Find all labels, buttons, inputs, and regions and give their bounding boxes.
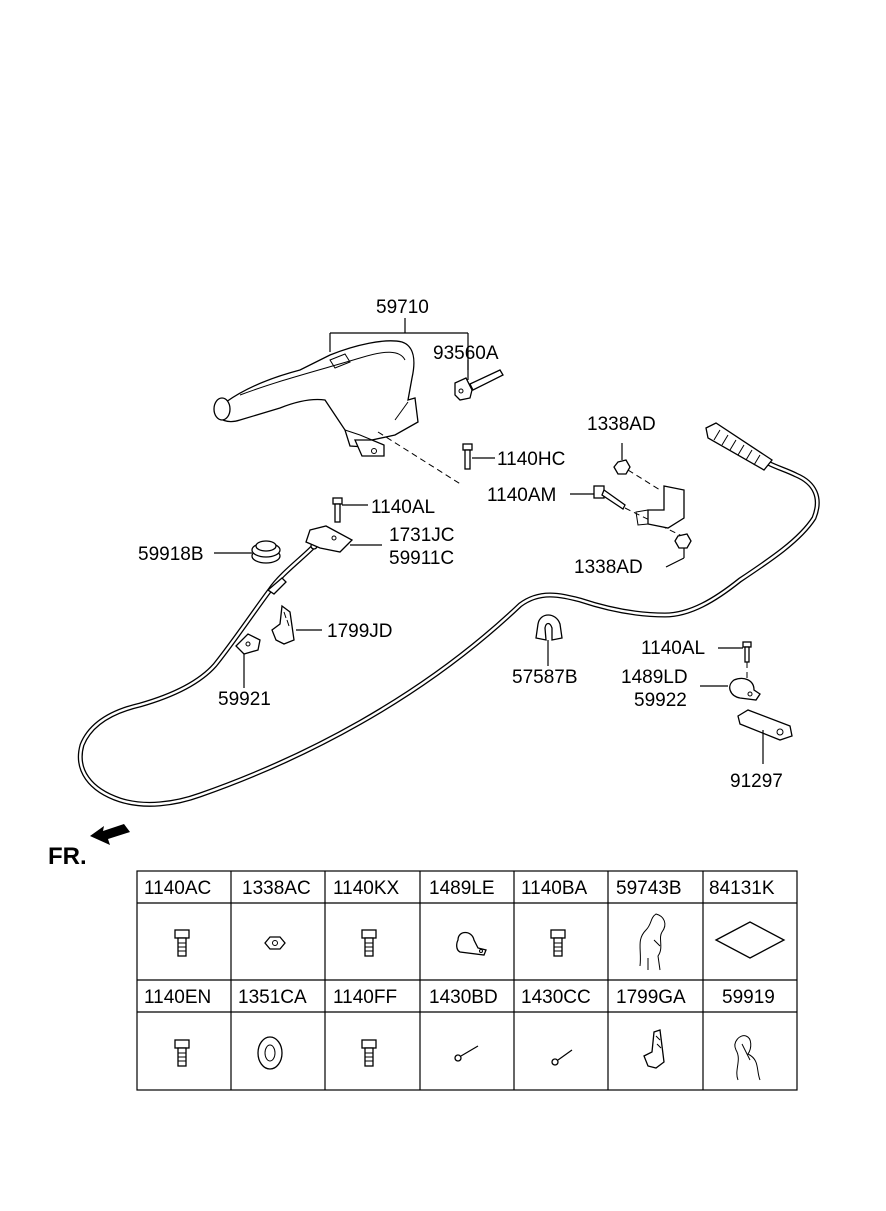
label-59918b: 59918B — [138, 544, 204, 565]
plate-91297 — [737, 709, 793, 764]
label-93560a: 93560A — [433, 343, 499, 364]
label-1140al-left: 1140AL — [371, 497, 435, 518]
nut-1338ad-bottom — [665, 533, 692, 568]
label-1140hc: 1140HC — [497, 449, 565, 470]
label-91297: 91297 — [730, 771, 783, 792]
bolt-icon — [361, 929, 377, 957]
pin-icon — [551, 1049, 573, 1066]
clamp-57587b — [535, 614, 563, 666]
nut-1338ad-top — [613, 443, 661, 491]
clip-1799jd — [271, 604, 322, 645]
bolt-1140al-left — [332, 497, 368, 523]
label-1338ad-bottom: 1338AD — [574, 557, 643, 578]
table-header-cell: 59919 — [722, 987, 775, 1008]
label-1799jd: 1799JD — [327, 621, 393, 642]
table-header-cell: 1338AC — [242, 878, 311, 899]
table-header-cell: 1430CC — [521, 987, 591, 1008]
label-1489ld: 1489LD — [621, 667, 688, 688]
table-header-cell: 1140EN — [144, 987, 211, 1008]
table-header-cell: 1140AC — [144, 878, 211, 899]
grommet-59918b — [214, 540, 281, 564]
table-header-cell: 59743B — [616, 878, 682, 899]
label-1140al-right: 1140AL — [641, 638, 705, 659]
pin-icon — [454, 1045, 479, 1062]
hex-nut-icon — [264, 936, 286, 950]
label-59911c: 59911C — [389, 548, 454, 569]
wire-clip-icon — [639, 913, 666, 971]
bracket-59921 — [235, 633, 261, 688]
table-header-cell: 1489LE — [429, 878, 495, 899]
table-header-cell: 1140BA — [521, 878, 588, 899]
switch-93560a — [454, 360, 504, 401]
table-header-cell: 1799GA — [616, 987, 686, 1008]
bolt-icon — [174, 929, 190, 957]
washer-icon — [257, 1036, 283, 1070]
pad-icon — [714, 921, 786, 959]
label-1731jc: 1731JC — [389, 525, 455, 546]
table-header-cell: 1430BD — [429, 987, 498, 1008]
pipe-clamp-icon — [456, 931, 487, 956]
bolt-1140hc — [462, 443, 495, 470]
table-header-cell: 1140KX — [333, 878, 400, 899]
bolt-icon — [550, 929, 566, 957]
table-header-cell: 1351CA — [238, 987, 307, 1008]
parking-brake-cable — [77, 422, 820, 807]
callout-labels: 59710 93560A 1140HC 1338AD 1140AM 1338AD… — [138, 297, 783, 792]
label-1140am: 1140AM — [487, 485, 556, 506]
front-direction-indicator: FR. — [48, 824, 130, 870]
parts-table: 1140AC 1338AC 1140KX 1489LE 1140BA 59743… — [136, 870, 798, 1091]
bracket-59911c-right — [635, 485, 685, 529]
label-59921: 59921 — [218, 689, 271, 710]
label-57587b: 57587B — [512, 667, 578, 688]
clamp-1489ld — [700, 677, 761, 701]
table-header-cell: 84131K — [709, 878, 775, 899]
spring-clip-icon — [734, 1035, 761, 1081]
bolt-icon — [361, 1039, 377, 1067]
front-label: FR. — [48, 843, 87, 870]
label-59710: 59710 — [376, 297, 429, 318]
bracket-1731jc — [305, 525, 382, 553]
parking-brake-lever — [213, 340, 419, 457]
label-59922: 59922 — [634, 690, 687, 711]
cable-tie-icon — [643, 1029, 665, 1069]
front-arrow-icon — [90, 824, 130, 845]
bolt-icon — [174, 1039, 190, 1067]
bolt-1140am — [570, 485, 691, 541]
table-header-cell: 1140FF — [333, 987, 397, 1008]
label-1338ad-top: 1338AD — [587, 414, 656, 435]
